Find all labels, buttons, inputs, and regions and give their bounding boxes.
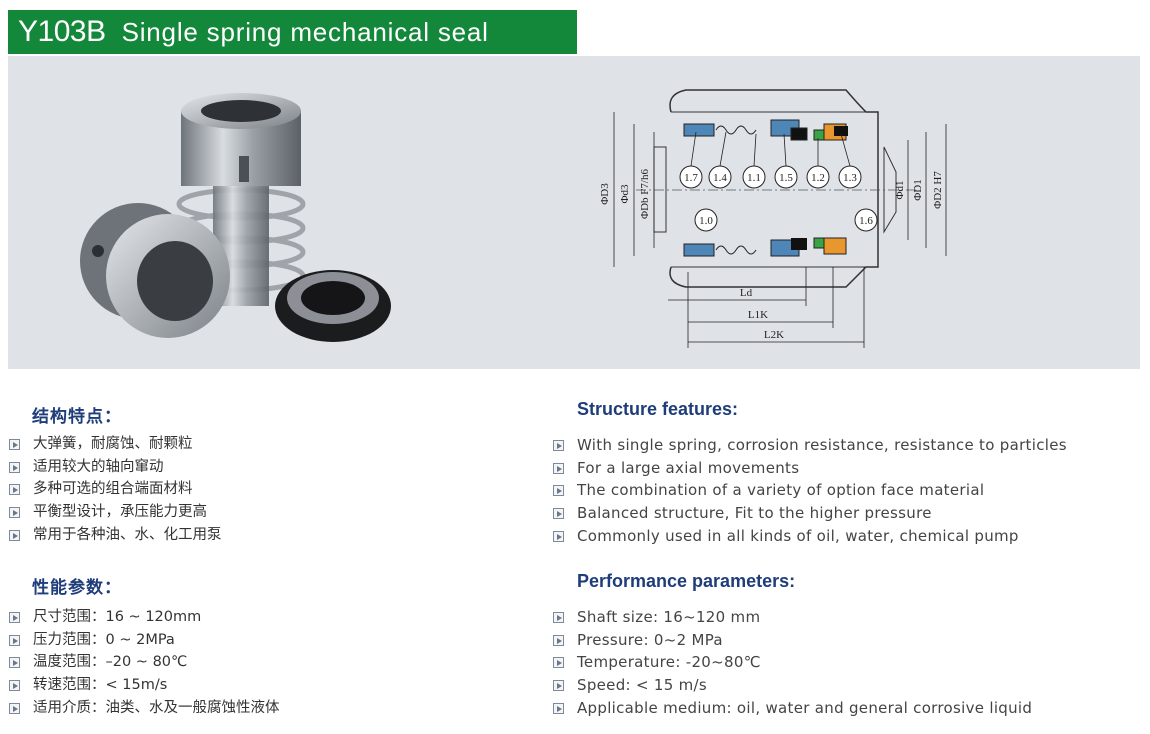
dim-label: ΦDb F7/h6 bbox=[639, 169, 651, 219]
part-orange-bottom bbox=[823, 237, 847, 255]
bullet-icon bbox=[9, 484, 20, 496]
list-item: Balanced structure, Fit to the higher pr… bbox=[553, 502, 1067, 525]
left-dimension-lines bbox=[613, 112, 655, 267]
list-item: 常用于各种油、水、化工用泵 bbox=[9, 524, 222, 547]
dim-label: ΦD3 bbox=[599, 183, 611, 205]
list-item: 转速范围：< 15m/s bbox=[9, 674, 280, 697]
cn-performance-title: 性能参数： bbox=[32, 578, 122, 598]
part-label: 1.5 bbox=[779, 172, 793, 184]
bullet-icon bbox=[9, 634, 20, 646]
part-blue-bottom bbox=[683, 243, 715, 257]
list-item: For a large axial movements bbox=[553, 457, 1067, 480]
product-title: Single spring mechanical seal bbox=[121, 16, 489, 47]
seat-bore bbox=[301, 281, 365, 315]
list-item: Speed: < 15 m/s bbox=[553, 674, 1032, 697]
list-item: The combination of a variety of option f… bbox=[553, 479, 1067, 502]
bullet-icon bbox=[9, 439, 20, 450]
part-black-bottom bbox=[791, 238, 807, 250]
length-label: Ld bbox=[740, 287, 753, 299]
image-panel: 1.7 1.4 1.1 1.5 1.2 1.3 1.0 1.6 ΦD3 Φd3 … bbox=[8, 56, 1140, 369]
bullet-icon bbox=[9, 461, 20, 473]
bullet-icon bbox=[553, 634, 564, 646]
length-label: L2K bbox=[764, 329, 784, 341]
part-label: 1.1 bbox=[747, 172, 761, 184]
part-label: 1.7 bbox=[684, 172, 698, 184]
part-label: 1.2 bbox=[811, 172, 825, 184]
product-photo bbox=[80, 93, 391, 342]
front-ring-bore bbox=[137, 241, 213, 321]
dim-label: Φd1 bbox=[894, 180, 906, 199]
part-green-top bbox=[813, 129, 825, 141]
bullet-icon bbox=[553, 530, 564, 542]
shaft-hatch-right bbox=[883, 146, 897, 234]
spring-bottom bbox=[715, 245, 757, 255]
list-item: Commonly used in all kinds of oil, water… bbox=[553, 525, 1067, 548]
list-item: 温度范围：–20 ~ 80℃ bbox=[9, 651, 280, 674]
part-label: 1.6 bbox=[859, 215, 873, 227]
bullet-icon bbox=[9, 612, 20, 623]
bullet-icon bbox=[553, 485, 564, 497]
part-callout-bottom bbox=[694, 208, 718, 232]
list-item: With single spring, corrosion resistance… bbox=[553, 434, 1067, 457]
list-item: 压力范围：0 ~ 2MPa bbox=[9, 629, 280, 652]
sleeve-bore bbox=[201, 100, 281, 122]
sleeve-slot bbox=[239, 156, 249, 182]
dim-label: Φd3 bbox=[619, 184, 631, 204]
part-black-top-2 bbox=[834, 126, 848, 136]
callout-leaders bbox=[690, 131, 851, 167]
part-blue-top bbox=[683, 123, 715, 137]
model-number: Y103B bbox=[18, 15, 106, 48]
en-structure-title: Structure features: bbox=[577, 399, 739, 419]
en-performance-title: Performance parameters: bbox=[577, 571, 796, 591]
bullet-icon bbox=[553, 612, 564, 623]
list-item: Applicable medium: oil, water and genera… bbox=[553, 697, 1032, 720]
bullet-icon bbox=[9, 507, 20, 519]
list-item: 大弹簧，耐腐蚀、耐颗粒 bbox=[9, 433, 222, 456]
length-label: L1K bbox=[748, 309, 768, 321]
dim-label: ΦD2 H7 bbox=[932, 171, 944, 209]
bullet-icon bbox=[9, 529, 20, 541]
bullet-icon bbox=[553, 508, 564, 520]
part-black-top bbox=[790, 127, 808, 141]
cn-performance-list: 尺寸范围：16 ~ 120mm 压力范围：0 ~ 2MPa 温度范围：–20 ~… bbox=[9, 606, 280, 719]
bullet-icon bbox=[9, 680, 20, 692]
bullet-icon bbox=[553, 680, 564, 692]
list-item: 适用较大的轴向窜动 bbox=[9, 456, 222, 479]
en-structure-list: With single spring, corrosion resistance… bbox=[553, 434, 1067, 547]
length-dimension-lines bbox=[668, 267, 865, 348]
list-item: Shaft size: 16~120 mm bbox=[553, 606, 1032, 629]
right-dimension-lines bbox=[907, 124, 947, 256]
dim-label: ΦD1 bbox=[912, 179, 924, 200]
list-item: 尺寸范围：16 ~ 120mm bbox=[9, 606, 280, 629]
part-callout-bottom bbox=[854, 208, 878, 232]
list-item: 适用介质：油类、水及一般腐蚀性液体 bbox=[9, 697, 280, 720]
cross-section-drawing: 1.7 1.4 1.1 1.5 1.2 1.3 1.0 1.6 ΦD3 Φd3 … bbox=[596, 72, 966, 362]
list-item: Pressure: 0~2 MPa bbox=[553, 629, 1032, 652]
bullet-icon bbox=[9, 657, 20, 669]
list-item: 平衡型设计，承压能力更高 bbox=[9, 501, 222, 524]
bullet-icon bbox=[553, 440, 564, 451]
part-label: 1.3 bbox=[843, 172, 857, 184]
part-label: 1.4 bbox=[713, 172, 727, 184]
set-screw bbox=[92, 245, 104, 257]
bullet-icon bbox=[553, 702, 564, 714]
housing-outline bbox=[669, 89, 879, 288]
bullet-icon bbox=[553, 462, 564, 474]
list-item: 多种可选的组合端面材料 bbox=[9, 478, 222, 501]
part-green-bottom bbox=[813, 237, 825, 249]
list-item: Temperature: -20~80℃ bbox=[553, 651, 1032, 674]
en-performance-list: Shaft size: 16~120 mm Pressure: 0~2 MPa … bbox=[553, 606, 1032, 719]
spring-top bbox=[715, 125, 757, 135]
cn-structure-title: 结构特点： bbox=[32, 407, 122, 427]
bullet-icon bbox=[553, 657, 564, 669]
cn-structure-list: 大弹簧，耐腐蚀、耐颗粒 适用较大的轴向窜动 多种可选的组合端面材料 平衡型设计，… bbox=[9, 433, 222, 546]
title-bar: Y103B Single spring mechanical seal bbox=[8, 10, 577, 54]
bullet-icon bbox=[9, 702, 20, 714]
part-label: 1.0 bbox=[699, 215, 713, 227]
